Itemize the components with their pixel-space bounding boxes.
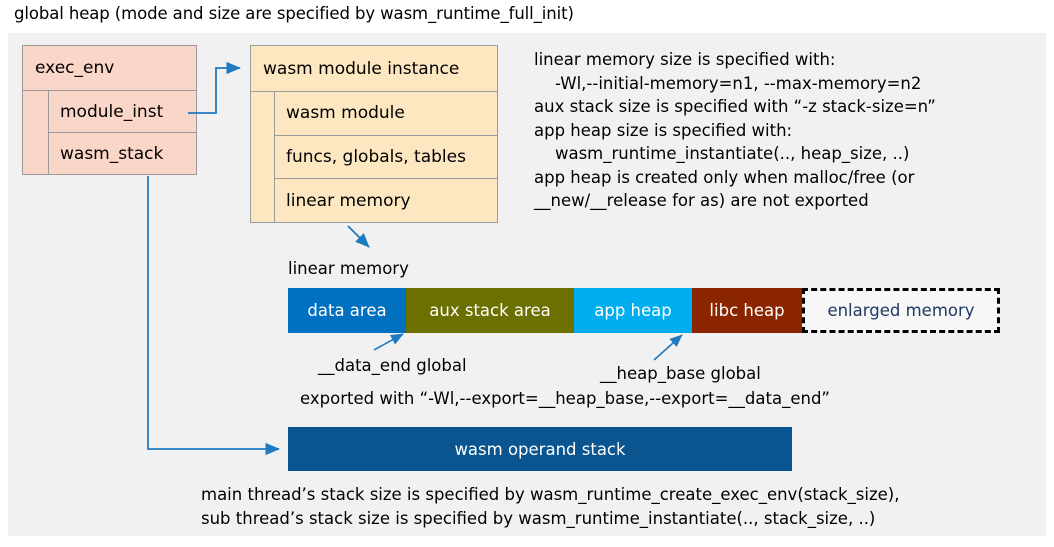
memory-segment-app-heap: app heap — [574, 288, 692, 333]
exec-env-rows: module_inst wasm_stack — [49, 91, 196, 175]
thread-stack-size-note: main thread’s stack size is specified by… — [201, 485, 900, 528]
memory-segment-aux-stack-area: aux stack area — [406, 288, 574, 333]
module-instance-body: wasm module funcs, globals, tables linea… — [251, 92, 497, 223]
memory-config-notes: linear memory size is specified with: -W… — [534, 50, 936, 210]
linear-memory-caption: linear memory — [288, 259, 409, 278]
module-instance-gutter — [251, 92, 275, 223]
memory-segment-enlarged-memory: enlarged memory — [802, 288, 1000, 333]
wasm-module-instance-box: wasm module instance wasm module funcs, … — [250, 45, 498, 223]
module-instance-header: wasm module instance — [251, 46, 497, 92]
exec-env-field-wasm-stack: wasm_stack — [60, 144, 164, 164]
memory-segment-label: data area — [307, 301, 387, 320]
exec-env-box: exec_env module_inst wasm_stack — [22, 45, 197, 175]
linear-memory-bar: data area aux stack area app heap libc heap… — [288, 288, 1000, 333]
exec-env-header: exec_env — [23, 46, 196, 91]
heap-base-global-label: __heap_base global — [600, 364, 761, 383]
module-field-linear-memory: linear memory — [286, 190, 411, 211]
memory-segment-label: enlarged memory — [827, 301, 975, 320]
memory-segment-libc-heap: libc heap — [692, 288, 802, 333]
wasm-operand-stack-bar: wasm operand stack — [288, 427, 792, 471]
export-flags-note: exported with “-Wl,--export=__heap_base,… — [300, 389, 830, 408]
memory-segment-label: libc heap — [709, 301, 785, 320]
exec-env-body: module_inst wasm_stack — [23, 91, 196, 175]
module-instance-rows: wasm module funcs, globals, tables linea… — [275, 92, 497, 223]
exec-env-field-module-inst: module_inst — [49, 91, 196, 133]
memory-segment-label: app heap — [594, 301, 672, 320]
exec-env-gutter — [23, 91, 49, 175]
page-title: global heap (mode and size are specified… — [14, 4, 574, 23]
data-end-global-label: __data_end global — [318, 356, 467, 375]
memory-segment-data-area: data area — [288, 288, 406, 333]
memory-segment-label: aux stack area — [429, 301, 551, 320]
module-field-funcs-globals-tables: funcs, globals, tables — [275, 136, 497, 180]
operand-stack-label: wasm operand stack — [454, 439, 626, 459]
module-field-wasm-module: wasm module — [275, 92, 497, 136]
